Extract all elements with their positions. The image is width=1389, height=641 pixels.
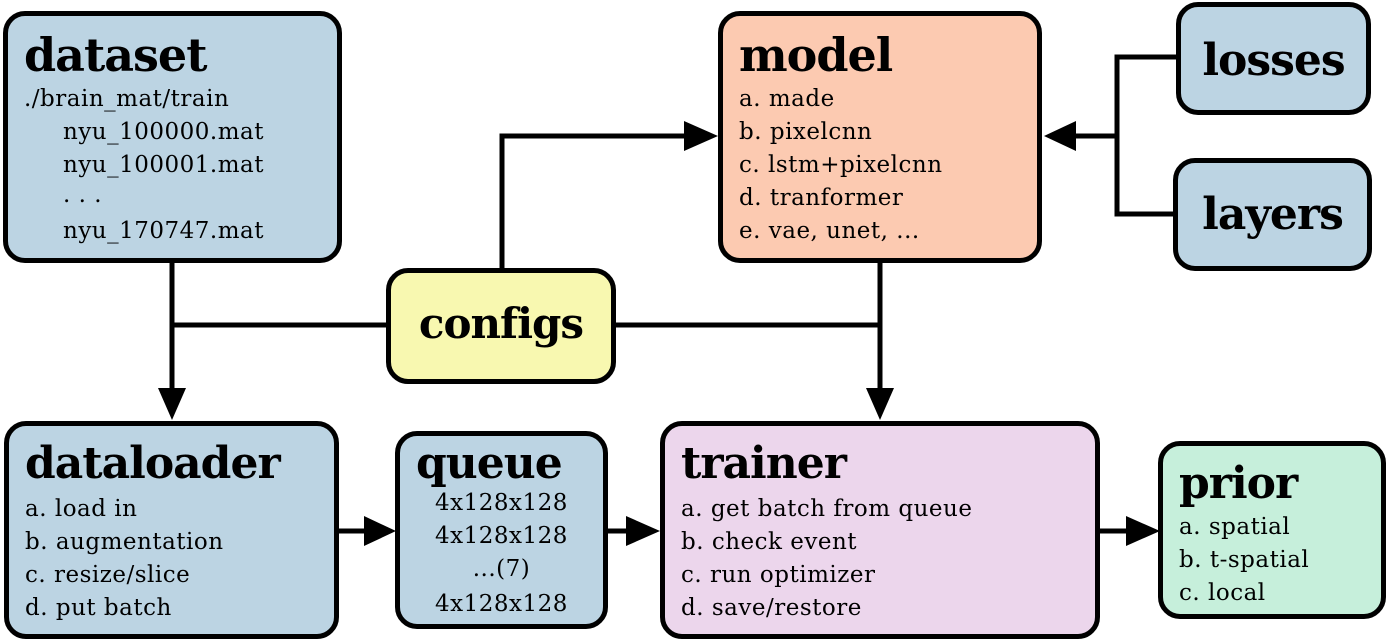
queue-line: 4x128x128 [435, 523, 568, 549]
model-node[interactable]: model a. made b. pixelcnn c. lstm+pixelc… [718, 11, 1042, 263]
arrowhead-queue [364, 516, 396, 546]
dataloader-node[interactable]: dataloader a. load in b. augmentation c.… [4, 421, 339, 639]
edge-losses-model [1114, 54, 1178, 136]
model-line: e. vae, unet, ... [739, 218, 920, 244]
dataloader-line: b. augmentation [25, 529, 224, 555]
trainer-line: b. check event [681, 529, 858, 555]
dataset-node[interactable]: dataset ./brain_mat/train nyu_100000.mat… [3, 11, 342, 263]
dataset-line: nyu_100001.mat [63, 152, 264, 178]
trainer-line: a. get batch from queue [681, 496, 973, 522]
model-title: model [739, 28, 893, 82]
arrowhead-model-left [684, 121, 718, 151]
prior-line: a. spatial [1179, 514, 1291, 540]
arrowhead-model-right [1044, 121, 1076, 151]
prior-node[interactable]: prior a. spatial b. t-spatial c. local [1158, 441, 1386, 619]
trainer-title: trainer [681, 438, 847, 489]
dataset-line: nyu_100000.mat [63, 119, 264, 145]
model-line: c. lstm+pixelcnn [739, 152, 943, 178]
queue-line: ...(7) [472, 556, 531, 582]
dataset-line: nyu_170747.mat [63, 218, 264, 244]
dataset-line: . . . [63, 182, 103, 208]
trainer-line: c. run optimizer [681, 562, 876, 588]
dataloader-title: dataloader [25, 438, 281, 489]
prior-line: b. t-spatial [1179, 547, 1310, 573]
dataset-line: ./brain_mat/train [24, 86, 230, 112]
trainer-node[interactable]: trainer a. get batch from queue b. check… [660, 421, 1100, 639]
model-line: b. pixelcnn [739, 119, 873, 145]
model-line: d. tranformer [739, 185, 904, 211]
losses-node[interactable]: losses [1176, 2, 1371, 115]
prior-title: prior [1179, 458, 1298, 509]
queue-line: 4x128x128 [435, 490, 568, 516]
arrowhead-trainer-left [626, 516, 660, 546]
configs-title: configs [418, 299, 584, 348]
queue-node[interactable]: queue 4x128x128 4x128x128 ...(7) 4x128x1… [395, 431, 608, 629]
configs-node[interactable]: configs [386, 268, 616, 384]
edge-configs-model [499, 133, 688, 270]
dataset-title: dataset [24, 28, 207, 82]
edge-layers-model [1114, 136, 1175, 217]
layers-title: layers [1202, 189, 1344, 240]
arrowhead-trainer-top [866, 388, 894, 420]
layers-node[interactable]: layers [1173, 158, 1372, 271]
queue-line: 4x128x128 [435, 591, 568, 617]
trainer-line: d. save/restore [681, 595, 862, 621]
model-line: a. made [739, 86, 835, 112]
queue-title: queue [416, 438, 563, 489]
arrowhead-prior [1126, 516, 1160, 546]
arrowhead-dataloader [158, 388, 186, 420]
dataloader-line: c. resize/slice [25, 562, 191, 588]
dataloader-line: d. put batch [25, 595, 172, 621]
prior-line: c. local [1179, 580, 1266, 606]
losses-title: losses [1202, 35, 1345, 86]
dataloader-line: a. load in [25, 496, 138, 522]
